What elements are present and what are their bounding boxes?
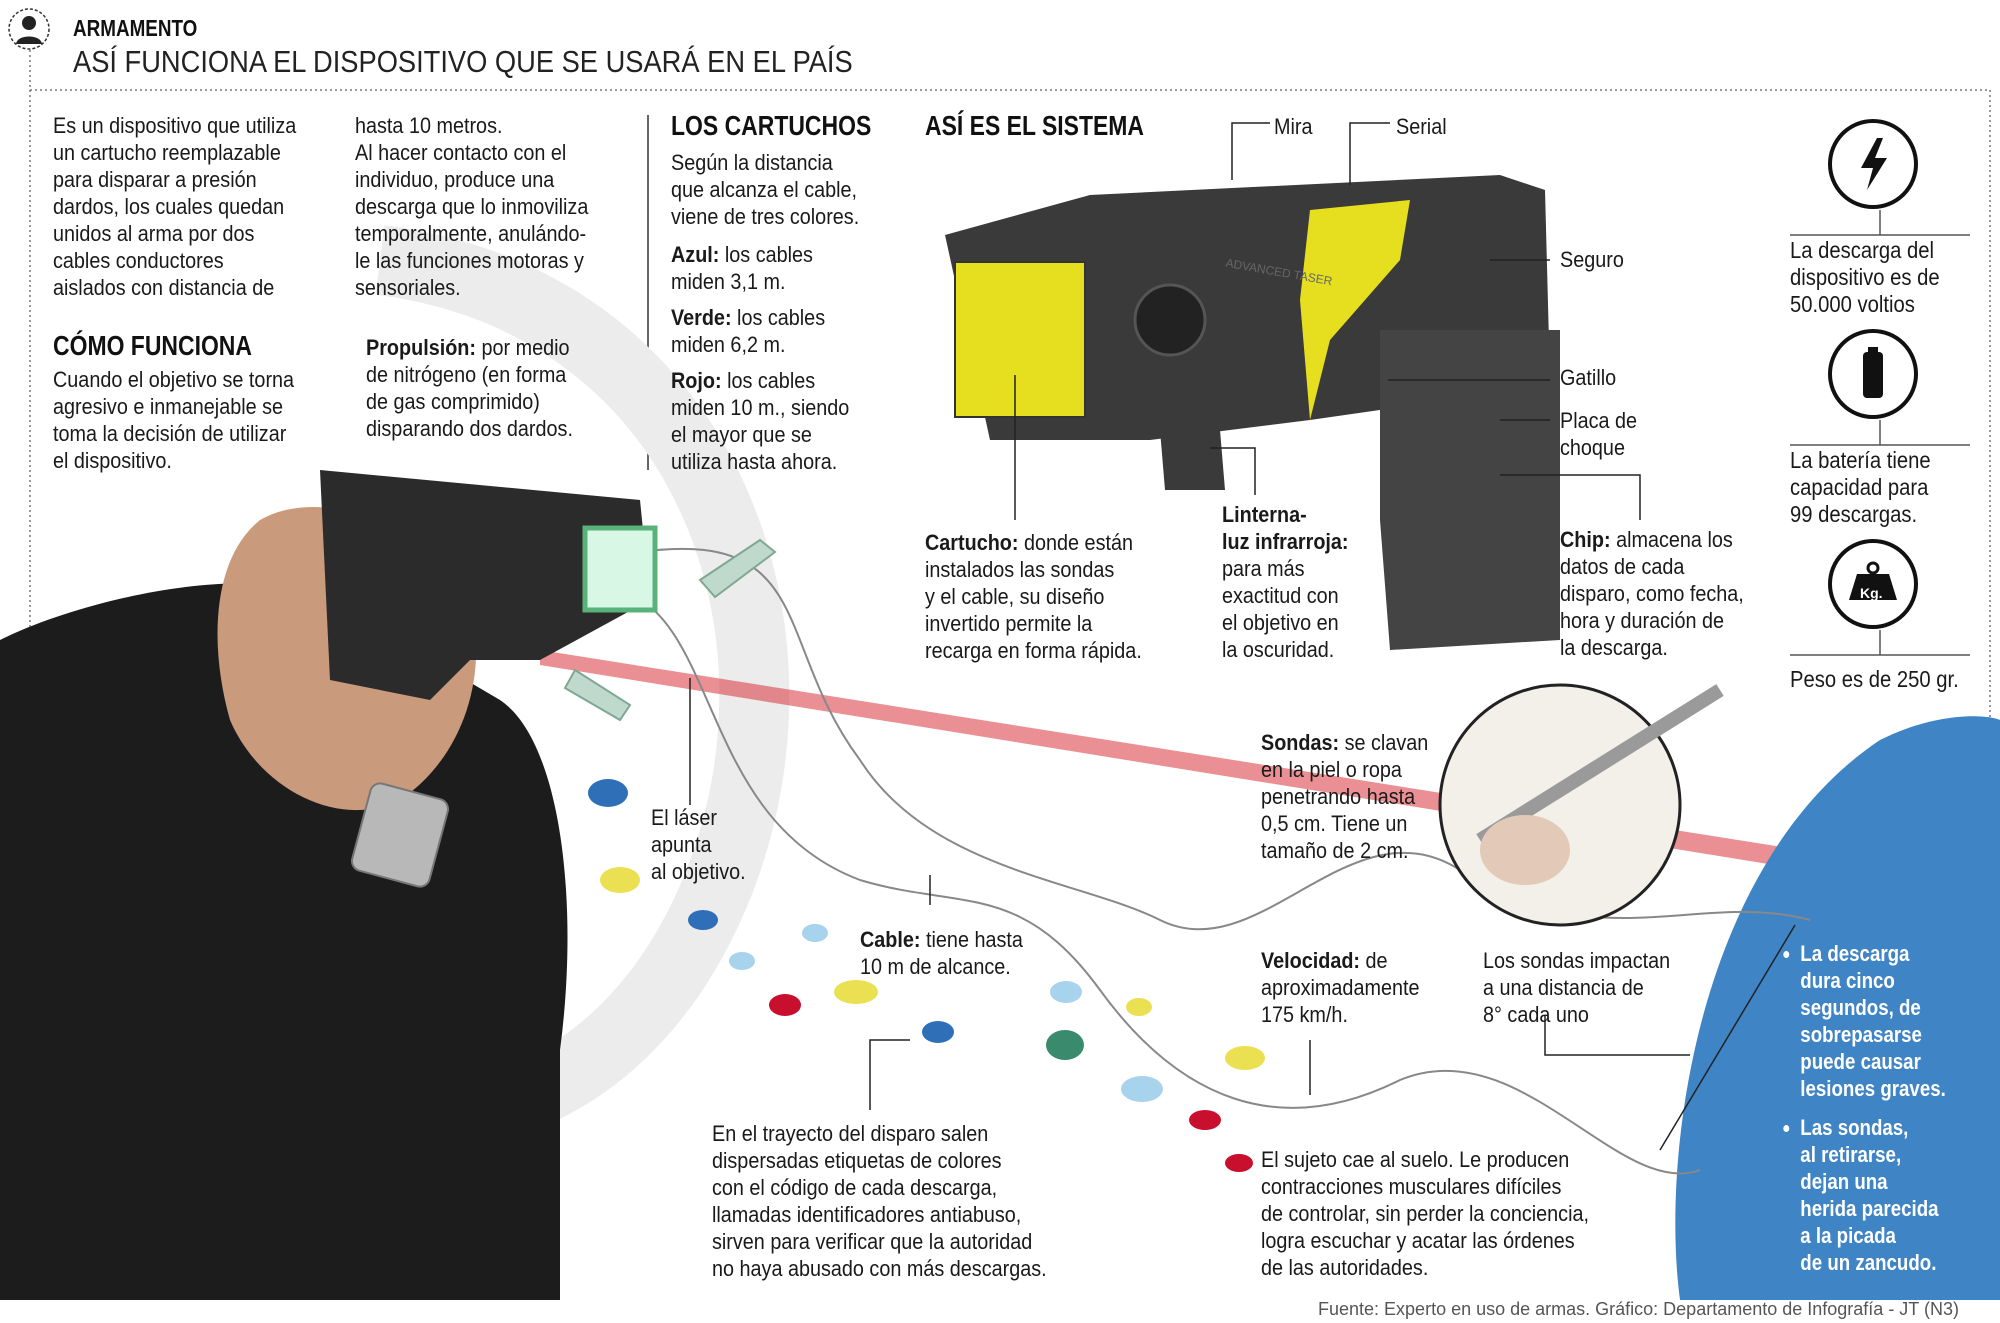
- weight-icon: [1827, 538, 1919, 630]
- watch: [350, 782, 450, 888]
- label-mira: Mira: [1274, 114, 1313, 139]
- weight-icon-label: Kg.: [1860, 585, 1883, 601]
- cartucho-azul: Azul: los cables miden 3,1 m.: [671, 241, 813, 295]
- verde-text: los cables miden 6,2 m.: [671, 305, 826, 357]
- cartuchos-heading: LOS CARTUCHOS: [671, 110, 872, 141]
- cartuchos-intro: Según la distancia que alcanza el cable,…: [671, 150, 860, 229]
- propulsion-body: por medio de nitrógeno (en forma de gas …: [366, 335, 573, 441]
- cartucho-desc-label: Cartucho:: [925, 530, 1019, 555]
- propulsion-text: Propulsión: por medio de nitrógeno (en f…: [366, 334, 573, 442]
- intro-col-2: hasta 10 metros. Al hacer contacto con e…: [355, 113, 589, 300]
- linterna-body: para más exactitud con el objetivo en la…: [1222, 556, 1339, 662]
- trayecto-annotation: En el trayecto del disparo salen dispers…: [712, 1121, 1047, 1281]
- battery-icon: [1827, 328, 1919, 420]
- bullet-sondas: Las sondas, al retirarse, dejan una heri…: [1800, 1114, 1980, 1276]
- impacto-annotation: Los sondas impactan a una distancia de 8…: [1483, 948, 1671, 1027]
- cartucho-verde: Verde: los cables miden 6,2 m.: [671, 304, 825, 358]
- sondas-label: Sondas:: [1261, 730, 1340, 755]
- laser-annotation: El láser apunta al objetivo.: [651, 805, 746, 884]
- linterna-label: Linterna- luz infrarroja:: [1222, 502, 1349, 554]
- velocidad-body: de aproximadamente 175 km/h.: [1261, 948, 1420, 1027]
- section-label: ARMAMENTO: [73, 15, 198, 41]
- cartucho-desc: Cartucho: donde están instalados las son…: [925, 529, 1142, 664]
- sonda-inset-circle: [1438, 683, 1682, 927]
- cable-body: tiene hasta 10 m de alcance.: [860, 927, 1023, 979]
- label-placa: Placa de choque: [1560, 408, 1638, 460]
- como-funciona-text: Cuando el objetivo se torna agresivo e i…: [53, 367, 295, 473]
- header-logo-icon: [7, 7, 51, 51]
- vest-bullets: La descarga dura cinco segundos, de sobr…: [1785, 940, 1981, 1288]
- rojo-label: Rojo:: [671, 368, 722, 393]
- taser-muzzle-glow: [582, 525, 658, 613]
- lightning-icon: [1827, 118, 1919, 210]
- leader-lines: [689, 122, 1796, 1151]
- sonda-probe: [1476, 684, 1724, 846]
- source-credit: Fuente: Experto en uso de armas. Gráfico…: [1318, 1299, 1959, 1319]
- chip-desc: Chip: almacena los datos de cada disparo…: [1560, 526, 1744, 661]
- label-gatillo: Gatillo: [1560, 365, 1617, 390]
- spec-voltage: La descarga del dispositivo es de 50.000…: [1790, 237, 1940, 317]
- cable-label: Cable:: [860, 927, 921, 952]
- taser-in-hand: [320, 470, 650, 700]
- taser-diagram: [945, 175, 1560, 650]
- spec-weight: Peso es de 250 gr.: [1790, 666, 1959, 692]
- intro-col-1: Es un dispositivo que utiliza un cartuch…: [53, 113, 297, 300]
- sondas-body: se clavan en la piel o ropa penetrando h…: [1261, 730, 1429, 863]
- cartucho-rojo: Rojo: los cables miden 10 m., siendo el …: [671, 367, 849, 475]
- chip-label: Chip:: [1560, 527, 1611, 552]
- bullet-descarga: La descarga dura cinco segundos, de sobr…: [1800, 940, 1980, 1102]
- chip-body: almacena los datos de cada disparo, como…: [1560, 527, 1744, 660]
- label-serial: Serial: [1396, 114, 1447, 139]
- cable-annotation: Cable: tiene hasta 10 m de alcance.: [860, 926, 1023, 980]
- page-title: ASÍ FUNCIONA EL DISPOSITIVO QUE SE USARÁ…: [73, 44, 853, 79]
- cartridge-yellow: [954, 261, 1086, 418]
- azul-label: Azul:: [671, 242, 720, 267]
- finger: [1480, 815, 1570, 885]
- id-tag-dots: [588, 779, 1265, 1172]
- verde-label: Verde:: [671, 305, 732, 330]
- cartucho-desc-body: donde están instalados las sondas y el c…: [925, 530, 1142, 663]
- linterna-desc: Linterna- luz infrarroja: para más exact…: [1222, 501, 1349, 663]
- sondas-annotation: Sondas: se clavan en la piel o ropa pene…: [1261, 729, 1428, 864]
- sujeto-annotation: El sujeto cae al suelo. Le producen cont…: [1261, 1147, 1589, 1280]
- propulsion-label: Propulsión:: [366, 335, 476, 360]
- como-funciona-heading: CÓMO FUNCIONA: [53, 330, 252, 361]
- cartridge-doors: [563, 538, 777, 722]
- velocidad-annotation: Velocidad: de aproximadamente 175 km/h.: [1261, 947, 1419, 1028]
- yellow-grip-panel: [1300, 200, 1410, 420]
- sistema-heading: ASÍ ES EL SISTEMA: [925, 110, 1145, 141]
- label-seguro: Seguro: [1560, 247, 1624, 272]
- spec-separators: [1790, 210, 1970, 656]
- velocidad-label: Velocidad:: [1261, 948, 1361, 973]
- rojo-text: los cables miden 10 m., siendo el mayor …: [671, 368, 850, 474]
- spec-battery: La batería tiene capacidad para 99 desca…: [1790, 447, 1931, 527]
- azul-text: los cables miden 3,1 m.: [671, 242, 813, 294]
- target-vest: [1675, 716, 2000, 1300]
